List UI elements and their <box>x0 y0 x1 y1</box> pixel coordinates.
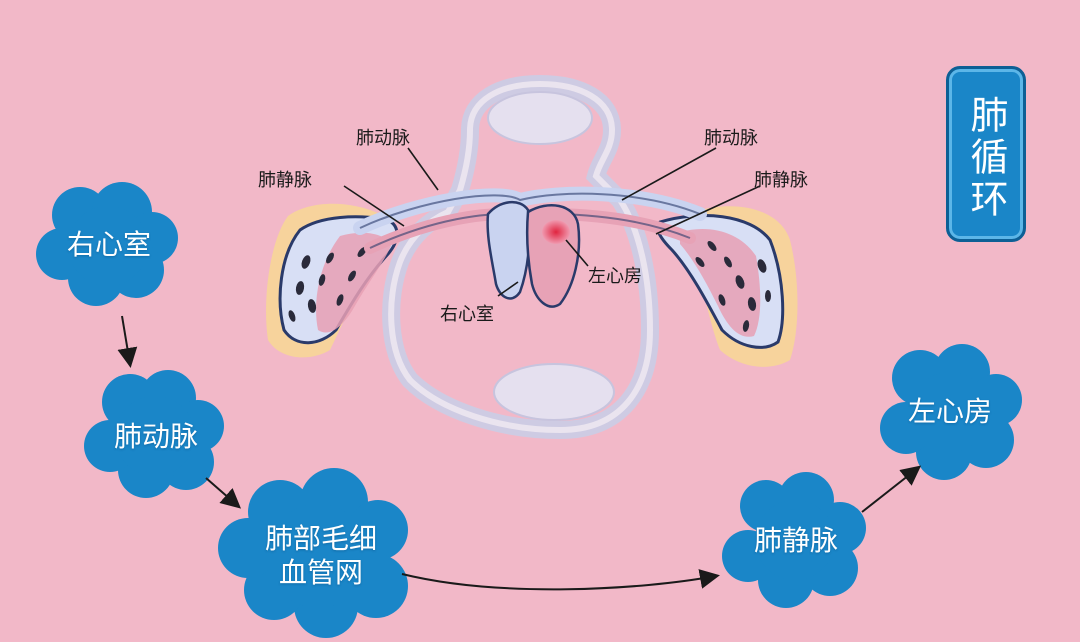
cloud-left-atrium <box>880 344 1022 480</box>
systemic-loop <box>382 74 660 440</box>
flow-step-pulmonary-vein: 肺静脉 <box>753 524 838 557</box>
flow-step-pulmonary-capillaries: 肺部毛细 血管网 <box>264 522 377 589</box>
label-pulmonary-vein-right: 肺静脉 <box>754 170 808 191</box>
arrow-vein-to-left-atrium <box>861 465 922 513</box>
label-leader-lines <box>343 147 761 297</box>
heart <box>486 201 581 308</box>
cloud-pulmonary-artery <box>84 370 224 498</box>
label-right-ventricle: 右心室 <box>440 304 494 325</box>
arrow-right-ventricle-to-artery <box>117 315 138 368</box>
cloud-pulmonary-capillaries <box>218 468 408 638</box>
flow-step-left-atrium: 左心房 <box>907 395 992 428</box>
label-pulmonary-artery-right: 肺动脉 <box>704 128 758 149</box>
flow-arrows <box>117 315 922 591</box>
flow-step-pulmonary-artery: 肺动脉 <box>113 420 198 453</box>
arrow-artery-to-capillaries <box>205 477 242 509</box>
cloud-pulmonary-vein <box>722 472 866 608</box>
label-left-atrium: 左心房 <box>588 266 642 287</box>
arrow-capillaries-to-vein <box>401 569 720 591</box>
cloud-right-ventricle <box>36 182 178 306</box>
pulmonary-artery-vessel <box>353 186 707 235</box>
label-pulmonary-vein-left: 肺静脉 <box>258 170 312 191</box>
page-title: 肺循环 <box>964 95 1008 221</box>
label-pulmonary-artery-left: 肺动脉 <box>356 128 410 149</box>
cloud-shapes <box>36 182 1022 638</box>
right-lung <box>656 214 785 349</box>
left-lung <box>278 215 399 345</box>
title-box: 肺循环 <box>946 66 1026 242</box>
flow-step-right-ventricle: 右心室 <box>66 228 151 261</box>
